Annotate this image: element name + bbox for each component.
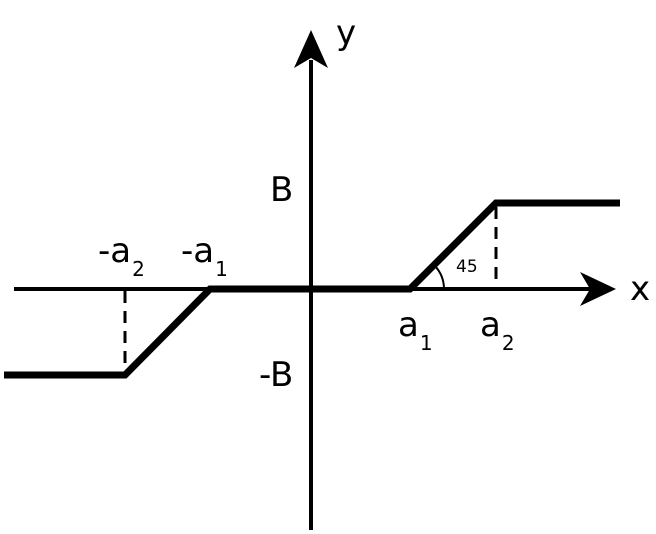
threshold-neg-a2-base: -a — [98, 231, 131, 271]
y-axis-arrowhead — [294, 30, 328, 68]
threshold-label-neg-a2: -a2 — [98, 231, 145, 281]
threshold-neg-a2-sub: 2 — [132, 257, 145, 281]
level-label-lower: -B — [259, 355, 293, 395]
characteristic-curve — [4, 199, 620, 379]
y-axis-label: y — [336, 13, 356, 53]
threshold-pos-a2-sub: 2 — [502, 331, 515, 355]
threshold-neg-a1-base: -a — [181, 231, 214, 271]
x-axis-arrowhead — [580, 272, 616, 306]
threshold-pos-a2-base: a — [480, 305, 501, 345]
threshold-label-pos-a1: a1 — [398, 305, 433, 355]
level-label-upper: B — [270, 170, 293, 210]
threshold-label-neg-a1: -a1 — [181, 231, 228, 281]
angle-arc — [433, 264, 445, 290]
angle-label: 45 — [456, 257, 478, 277]
threshold-pos-a1-base: a — [398, 305, 419, 345]
x-axis-label: x — [630, 269, 650, 309]
threshold-neg-a1-sub: 1 — [215, 257, 228, 281]
threshold-label-pos-a2: a2 — [480, 305, 515, 355]
threshold-pos-a1-sub: 1 — [420, 331, 433, 355]
